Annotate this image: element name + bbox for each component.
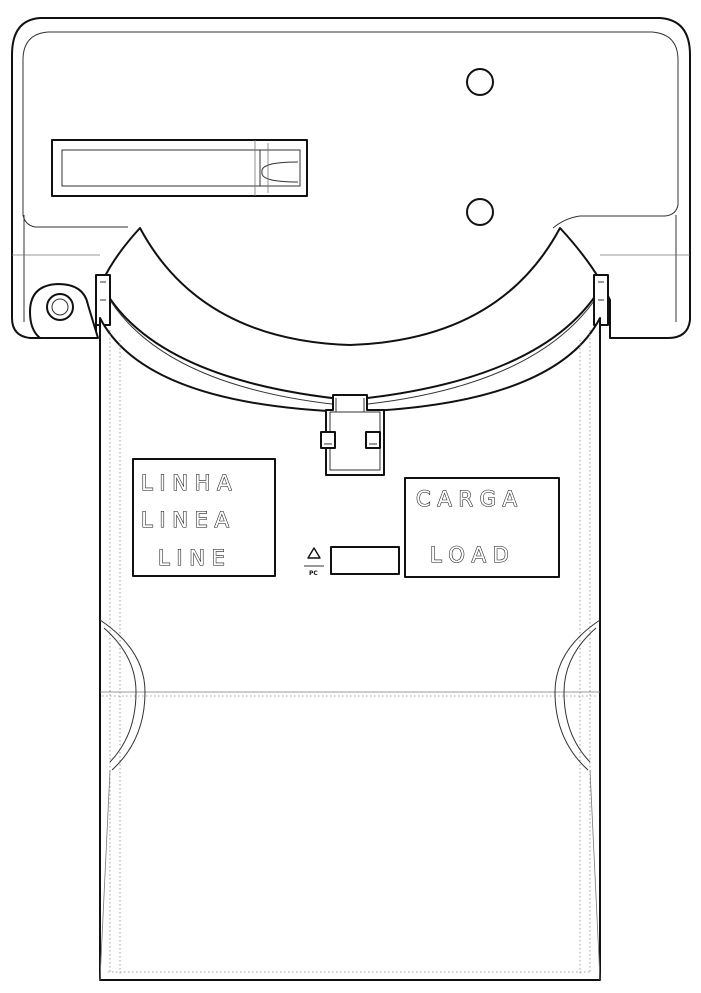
screw-hole-icon bbox=[466, 198, 494, 226]
cover-hinge-arc bbox=[95, 274, 609, 407]
load-label-en: L O A D bbox=[430, 543, 509, 567]
upper-housing bbox=[11, 17, 691, 346]
load-label-box: C A R G A L O A D bbox=[404, 477, 560, 578]
blank-label-window bbox=[330, 546, 400, 575]
mount-hole-icon bbox=[29, 283, 99, 339]
screw-hole-icon bbox=[466, 68, 494, 96]
recycle-code: PC bbox=[309, 570, 318, 577]
line-label-pt: L I N H A bbox=[141, 471, 232, 495]
load-label-pt: C A R G A bbox=[416, 487, 518, 511]
line-label-en: L I N E bbox=[158, 546, 225, 570]
recycle-icon: PC bbox=[304, 547, 324, 577]
latch-icon[interactable] bbox=[51, 139, 308, 197]
line-label-it: L I N E A bbox=[141, 508, 230, 532]
line-label-box: L I N H A L I N E A L I N E bbox=[132, 458, 276, 577]
clip-icon[interactable] bbox=[320, 394, 385, 476]
